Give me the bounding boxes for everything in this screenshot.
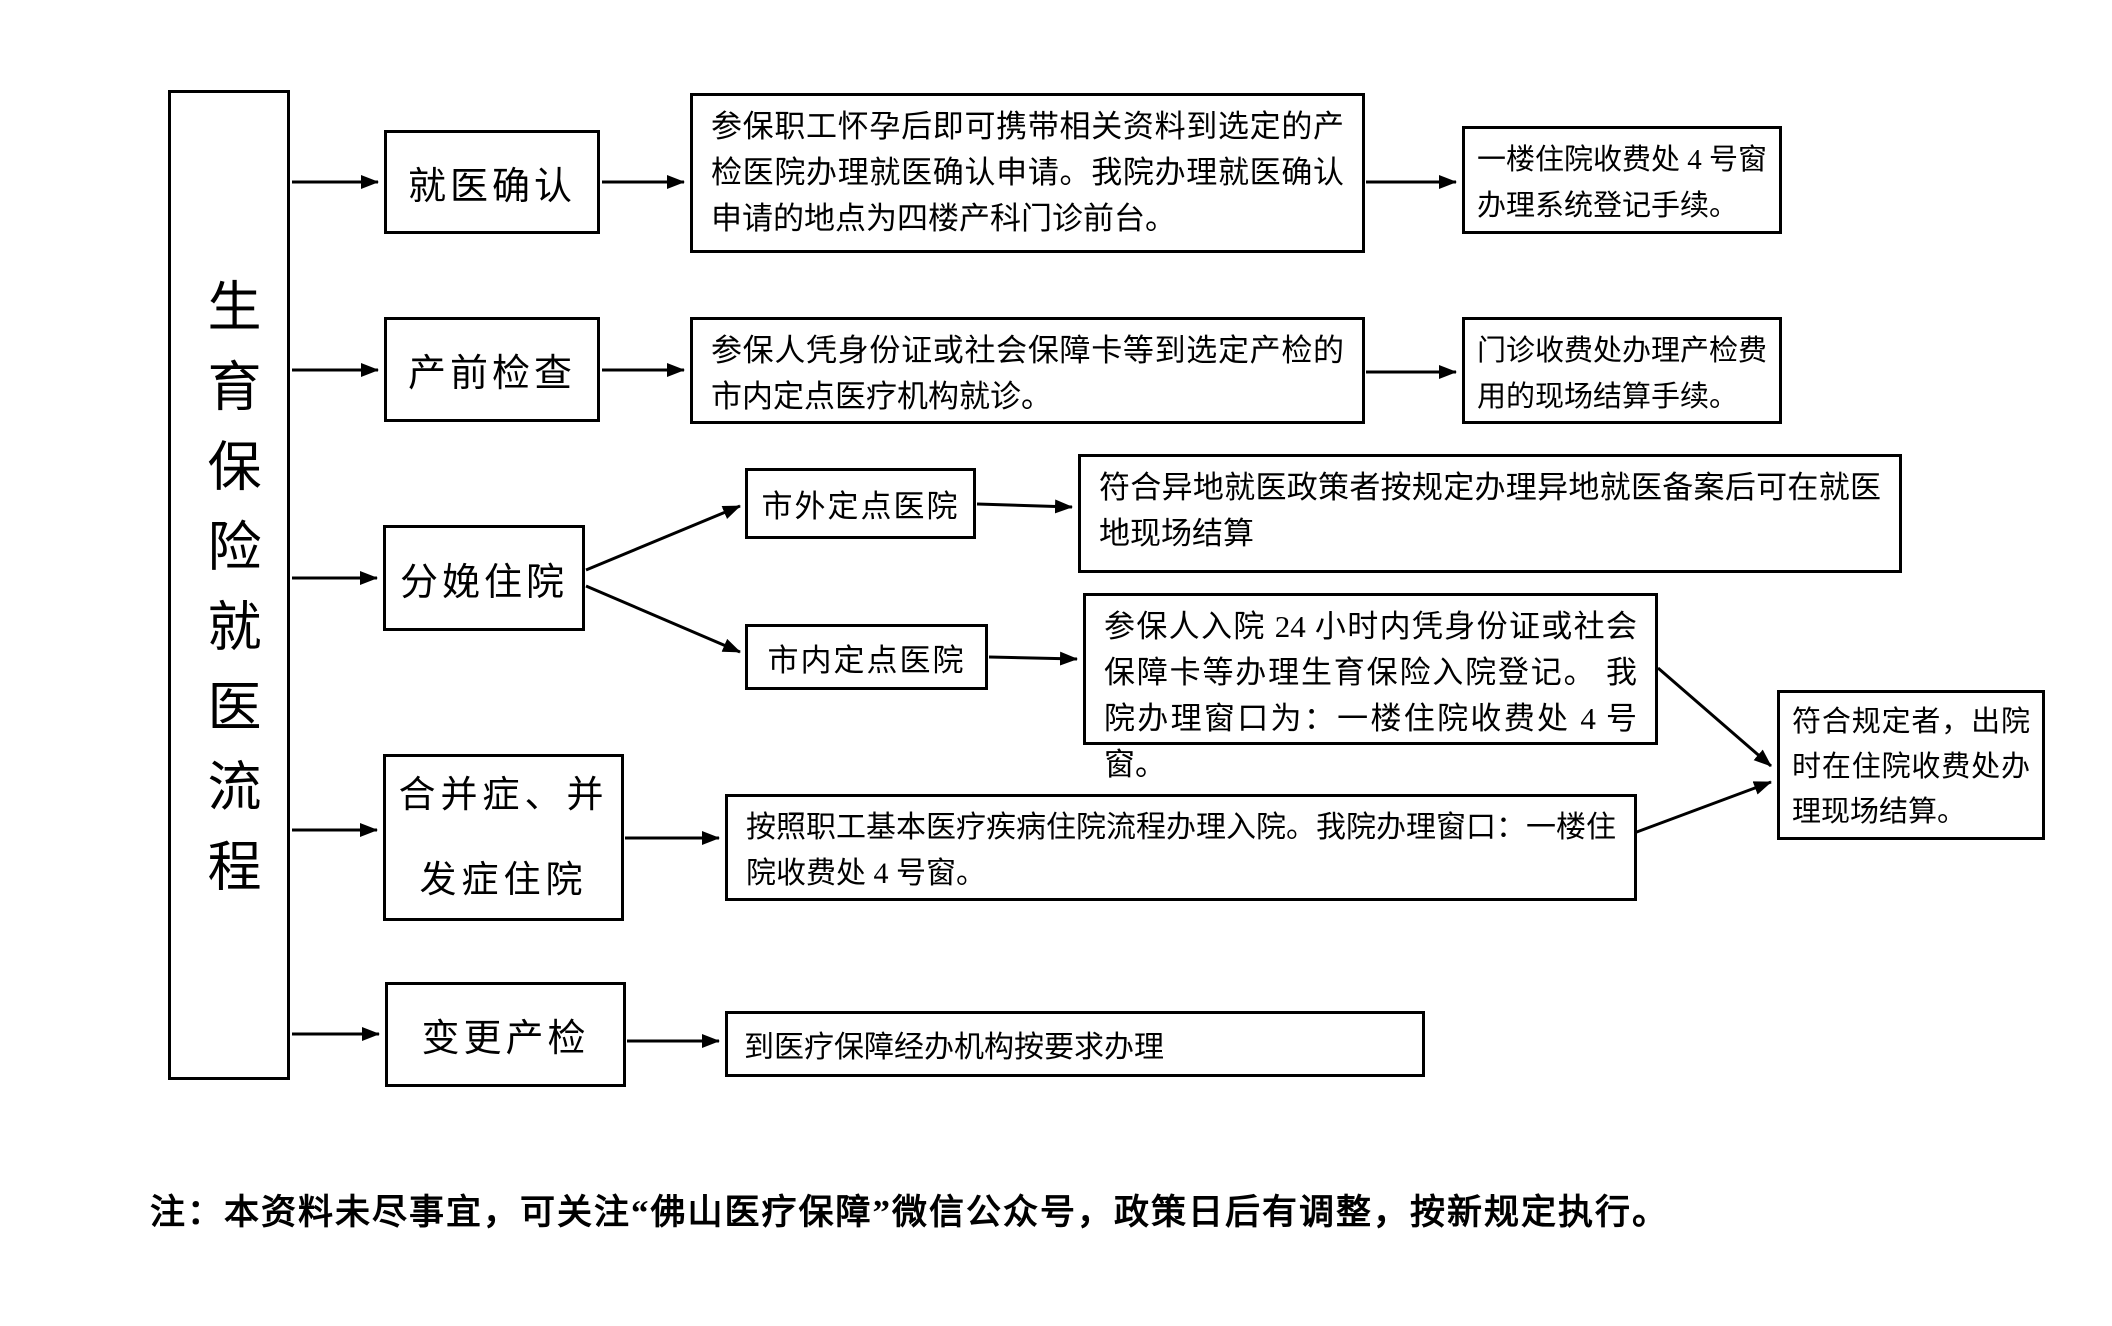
node-delivery-label: 分娩住院 xyxy=(399,561,568,604)
node-prenatal-label: 产前检查 xyxy=(407,353,576,395)
node-prenatal-desc: 参保人凭身份证或社会保障卡等到选定产检的市内定点医疗机构就诊。 xyxy=(690,317,1365,424)
node-change: 变更产检 xyxy=(385,982,626,1087)
node-complication: 合并症、并发症住院 xyxy=(383,754,624,921)
flow-title: 生育保险就医流程 xyxy=(199,278,259,918)
node-prenatal: 产前检查 xyxy=(384,317,600,422)
node-change-desc-text: 到医疗保障经办机构按要求办理 xyxy=(744,1031,1164,1064)
node-confirm-desc: 参保职工怀孕后即可携带相关资料到选定的产检医院办理就医确认申请。我院办理就医确认… xyxy=(690,93,1365,253)
node-prenatal-result: 门诊收费处办理产检费用的现场结算手续。 xyxy=(1462,317,1782,424)
node-change-desc: 到医疗保障经办机构按要求办理 xyxy=(725,1011,1425,1077)
node-in-city-desc: 参保人入院 24 小时内凭身份证或社会保障卡等办理生育保险入院登记。 我院办理窗… xyxy=(1083,593,1658,782)
node-discharge-text: 符合规定者，出院时在住院收费处办理现场结算。 xyxy=(1792,706,2030,828)
node-out-city-desc: 符合异地就医政策者按规定办理异地就医备案后可在就医地现场结算 xyxy=(1078,454,1902,573)
arrow-outcity-to-desc xyxy=(976,499,1073,514)
node-confirm-result: 一楼住院收费处 4 号窗办理系统登记手续。 xyxy=(1462,126,1782,234)
node-confirm-result-text: 一楼住院收费处 4 号窗办理系统登记手续。 xyxy=(1477,144,1768,222)
node-prenatal-result-text: 门诊收费处办理产检费用的现场结算手续。 xyxy=(1477,335,1768,413)
arrow-delivery-to-outcity xyxy=(585,504,741,572)
node-in-city-desc-text: 参保人入院 24 小时内凭身份证或社会保障卡等办理生育保险入院登记。 我院办理窗… xyxy=(1104,609,1637,782)
arrow-incity-to-desc xyxy=(988,651,1078,666)
node-in-city: 市内定点医院 xyxy=(745,624,988,690)
node-discharge: 符合规定者，出院时在住院收费处办理现场结算。 xyxy=(1777,690,2045,840)
arrow-incitydesc-to-discharge xyxy=(1657,666,1772,768)
node-complication-desc: 按照职工基本医疗疾病住院流程办理入院。我院办理窗口：一楼住院收费处 4 号窗。 xyxy=(725,794,1637,901)
node-confirm-desc-text: 参保职工怀孕后即可携带相关资料到选定的产检医院办理就医确认申请。我院办理就医确认… xyxy=(711,109,1344,236)
node-out-city: 市外定点医院 xyxy=(745,468,976,539)
node-change-label: 变更产检 xyxy=(421,1018,590,1060)
node-confirm: 就医确认 xyxy=(384,130,600,234)
node-prenatal-desc-text: 参保人凭身份证或社会保障卡等到选定产检的市内定点医疗机构就诊。 xyxy=(711,333,1344,414)
flow-title-box: 生育保险就医流程 xyxy=(168,90,290,1080)
footnote: 注：本资料未尽事宜，可关注“佛山医疗保障”微信公众号，政策日后有调整，按新规定执… xyxy=(150,1193,1670,1232)
node-out-city-desc-text: 符合异地就医政策者按规定办理异地就医备案后可在就医地现场结算 xyxy=(1099,470,1881,551)
node-complication-desc-text: 按照职工基本医疗疾病住院流程办理入院。我院办理窗口：一楼住院收费处 4 号窗。 xyxy=(746,811,1616,890)
arrow-complicationdesc-to-discharge xyxy=(1633,780,1772,835)
node-delivery: 分娩住院 xyxy=(383,525,585,631)
arrow-delivery-to-incity xyxy=(585,584,741,654)
node-complication-label: 合并症、并发症住院 xyxy=(398,774,609,901)
node-out-city-label: 市外定点医院 xyxy=(761,489,960,524)
node-confirm-label: 就医确认 xyxy=(407,165,576,208)
node-in-city-label: 市内定点医院 xyxy=(767,642,966,678)
